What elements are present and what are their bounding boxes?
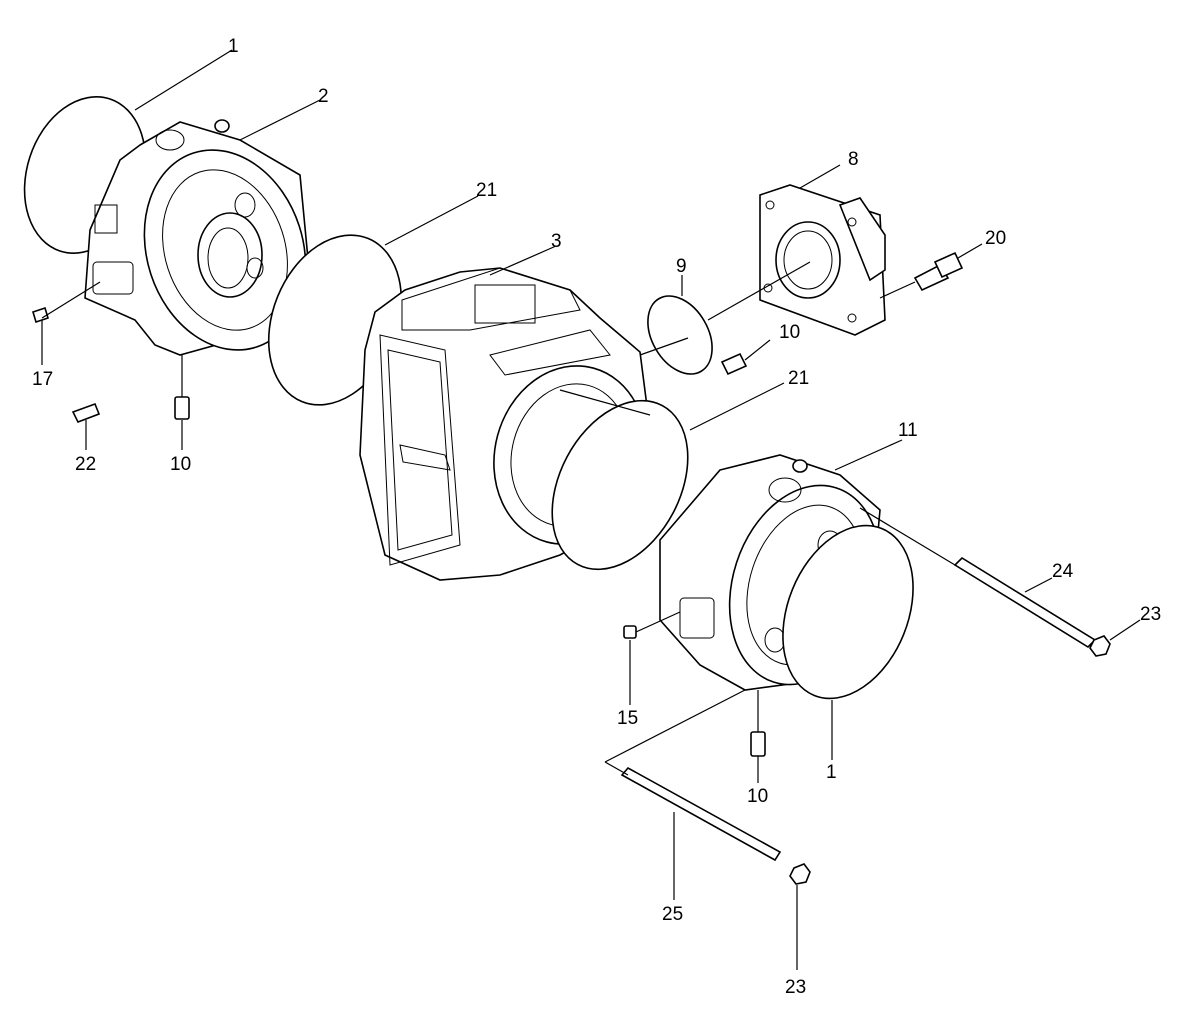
leader-lines <box>41 49 1141 970</box>
flange-cover <box>759 184 886 336</box>
callout-1-top: 1 <box>228 36 239 57</box>
callout-10-upper: 10 <box>779 322 800 343</box>
callout-1-bottom: 1 <box>826 762 837 783</box>
callout-3: 3 <box>551 231 562 252</box>
callout-15: 15 <box>617 708 638 729</box>
o-ring-middle <box>551 399 689 571</box>
plug-10-left <box>174 396 190 420</box>
callout-21-middle: 21 <box>788 368 809 389</box>
stud-24 <box>953 556 1097 649</box>
callout-24: 24 <box>1052 561 1074 582</box>
nut-23-right <box>1089 635 1111 657</box>
callout-10-left: 10 <box>170 454 191 475</box>
plug-10-upper <box>720 352 748 376</box>
callout-9: 9 <box>676 256 687 277</box>
callout-23-bottom: 23 <box>785 977 806 998</box>
callout-25: 25 <box>662 904 683 925</box>
callout-17: 17 <box>32 369 53 390</box>
callout-10-lower: 10 <box>747 786 768 807</box>
o-ring-right <box>782 524 914 700</box>
callout-8: 8 <box>848 149 859 170</box>
nipple-22 <box>71 402 101 424</box>
callout-11: 11 <box>898 420 918 441</box>
callout-22: 22 <box>75 454 96 475</box>
callout-labels: 1 2 21 3 8 20 9 10 21 17 22 10 11 24 23 … <box>32 36 1161 998</box>
housing-left <box>84 119 311 356</box>
callout-23-right: 23 <box>1140 604 1161 625</box>
seal-small <box>647 295 713 375</box>
fitting-17 <box>32 306 49 324</box>
callout-21-top: 21 <box>476 180 497 201</box>
bolt-20 <box>913 251 964 292</box>
callout-20: 20 <box>985 228 1006 249</box>
callout-2: 2 <box>318 86 329 107</box>
nut-23-lower <box>789 863 811 885</box>
plug-15 <box>623 625 637 639</box>
stud-25 <box>620 766 782 862</box>
plug-10-lower <box>750 731 766 757</box>
